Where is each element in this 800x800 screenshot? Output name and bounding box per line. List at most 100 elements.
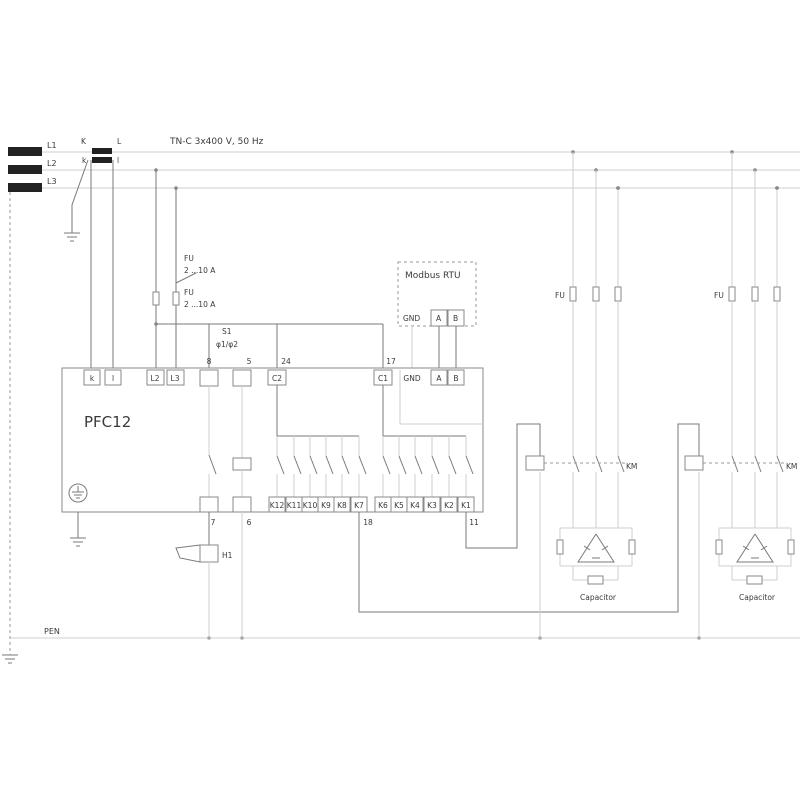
- controller-name: PFC12: [84, 413, 131, 431]
- label-l1: L1: [47, 141, 57, 150]
- relay-k10: K10: [301, 436, 319, 513]
- discharge-resistor-icon: [787, 539, 795, 555]
- bank-fuse-icon: [592, 286, 600, 302]
- bank-fuse-icon: [728, 286, 736, 302]
- relay-label-k11: K11: [287, 501, 302, 510]
- bank-fuse-icon: [569, 286, 577, 302]
- relay-label-k8: K8: [337, 501, 347, 510]
- terminal-a: A: [436, 374, 442, 383]
- ct-l-upper: L: [117, 137, 122, 146]
- terminal-k: k: [90, 374, 95, 383]
- network-label: TN-C 3x400 V, 50 Hz: [169, 137, 264, 147]
- contactor-coil-icon: [684, 455, 704, 471]
- pin-8: 8: [207, 357, 212, 366]
- terminal-7: [199, 496, 219, 513]
- relay-k4: K4: [406, 436, 424, 513]
- terminal-c2: C2: [272, 374, 282, 383]
- relay-k11: K11: [285, 436, 303, 513]
- pfc12-controller: [61, 367, 484, 513]
- relay-label-k3: K3: [427, 501, 437, 510]
- relay-k9: K9: [317, 436, 335, 513]
- pin-5: 5: [247, 357, 252, 366]
- ct-k-lower: k: [82, 156, 87, 165]
- terminal-l3: L3: [171, 374, 180, 383]
- relay-k12: K12: [268, 436, 286, 513]
- label-l2: L2: [47, 159, 57, 168]
- label-pen: PEN: [44, 627, 60, 636]
- bank1-fuse-label: FU: [555, 291, 565, 300]
- fuse-label-2: FU: [184, 288, 194, 297]
- relay-label-k2: K2: [444, 501, 454, 510]
- bank-fuse-icon: [773, 286, 781, 302]
- terminal-l: l: [112, 374, 114, 383]
- relay-k6: K6: [374, 436, 392, 513]
- terminal-8: [199, 369, 219, 387]
- s1-relay-coil: [232, 457, 252, 471]
- relay-k8: K8: [333, 436, 351, 513]
- fuse-l2-icon: [152, 291, 160, 306]
- relay-label-k4: K4: [410, 501, 420, 510]
- relay-label-k12: K12: [270, 501, 285, 510]
- switch-name: S1: [222, 327, 232, 336]
- bank-fuse-icon: [614, 286, 622, 302]
- relay-label-k6: K6: [378, 501, 388, 510]
- ct-lower-icon: [92, 157, 112, 163]
- ground-icon: [68, 483, 88, 503]
- pin-17: 17: [386, 357, 396, 366]
- bank1-label: Capacitor: [580, 593, 617, 602]
- terminal-c1: C1: [378, 374, 388, 383]
- relay-k3: K3: [423, 436, 441, 513]
- modbus-title: Modbus RTU: [405, 271, 461, 281]
- h1-alarm-icon: [199, 544, 219, 563]
- discharge-resistor-icon: [715, 539, 723, 555]
- ct-upper-icon: [92, 148, 112, 154]
- relay-label-k10: K10: [303, 501, 318, 510]
- discharge-resistor-icon: [628, 539, 636, 555]
- relay-label-k9: K9: [321, 501, 331, 510]
- label-l3: L3: [47, 177, 57, 186]
- discharge-resistor-icon: [556, 539, 564, 555]
- capacitor-bank-2: [684, 150, 795, 585]
- bank2-contactor-label: KM: [786, 462, 797, 471]
- ct-l-lower: l: [117, 156, 119, 165]
- bank1-contactor-label: KM: [626, 462, 637, 471]
- bank-fuse-icon: [751, 286, 759, 302]
- alarm-name: H1: [222, 551, 233, 560]
- terminal-gnd: GND: [403, 374, 420, 383]
- pin-18: 18: [363, 518, 373, 527]
- terminal-b: B: [453, 374, 458, 383]
- pin-7: 7: [211, 518, 216, 527]
- relay-k5: K5: [390, 436, 408, 513]
- fuse-rating-2: 2 ...10 A: [184, 300, 216, 309]
- terminal-6: [232, 496, 252, 513]
- relay-k2: K2: [440, 436, 458, 513]
- bank2-label: Capacitor: [739, 593, 776, 602]
- incomer-l1: [8, 147, 42, 156]
- relay-label-k5: K5: [394, 501, 404, 510]
- bank2-fuse-label: FU: [714, 291, 724, 300]
- relay-k1: K1: [457, 436, 475, 513]
- relay-label-k7: K7: [354, 501, 364, 510]
- pin-24: 24: [281, 357, 291, 366]
- h1-horn-icon: [175, 544, 201, 563]
- contactor-coil-icon: [525, 455, 545, 471]
- incomer-l3: [8, 183, 42, 192]
- ct-k-upper: K: [81, 137, 87, 146]
- bank-resistor-icon: [587, 575, 604, 585]
- fuse-label-1: FU: [184, 254, 194, 263]
- fuse-rating-1: 2 ...10 A: [184, 266, 216, 275]
- switch-function: φ1/φ2: [216, 340, 238, 349]
- incomer-l2: [8, 165, 42, 174]
- terminal-l2: L2: [151, 374, 160, 383]
- terminal-5: [232, 369, 252, 387]
- relay-label-k1: K1: [461, 501, 471, 510]
- fuse-l3-icon: [172, 291, 180, 306]
- modbus-gnd: GND: [403, 314, 420, 323]
- bank-resistor-icon: [746, 575, 763, 585]
- pin-6: 6: [247, 518, 252, 527]
- pin-11: 11: [469, 518, 479, 527]
- modbus-b: B: [453, 314, 458, 323]
- modbus-a: A: [436, 314, 442, 323]
